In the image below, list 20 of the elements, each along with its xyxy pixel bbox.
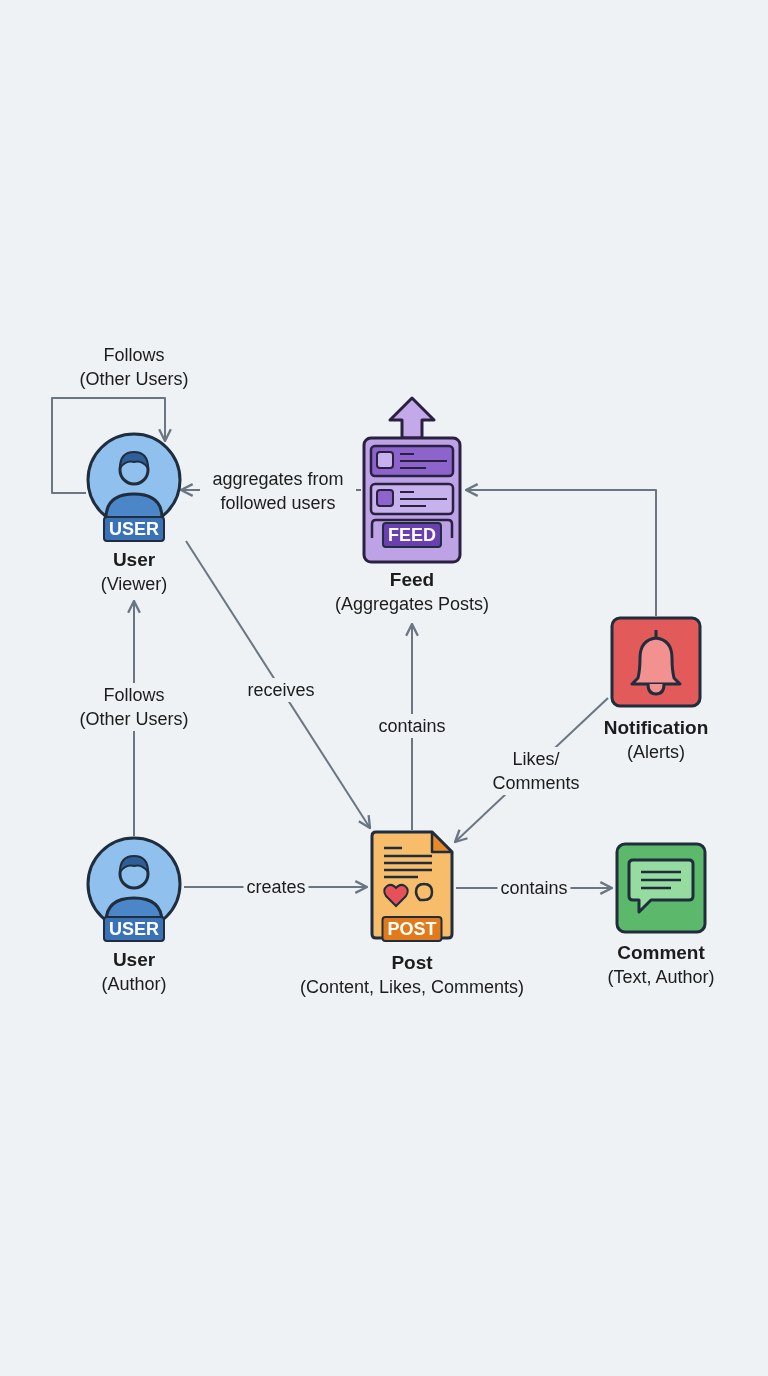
badge-label: POST [381,916,443,942]
arrow [464,483,657,617]
arrow [51,397,172,494]
node-subtitle: (Content, Likes, Comments) [299,976,525,999]
arrow [185,540,372,830]
node-subtitle: (Text, Author) [607,966,715,989]
node-subtitle: (Author) [101,973,167,996]
node-title: Feed [389,568,435,592]
node-subtitle: (Aggregates Posts) [334,593,490,616]
node-title: Post [391,951,433,975]
badge-label: FEED [382,522,442,548]
node-subtitle: (Alerts) [627,741,685,764]
node-subtitle: (Viewer) [100,573,168,596]
arrow [405,622,419,831]
node-title: Notification [603,716,709,740]
node-title: User [112,948,156,972]
badge-label: USER [103,916,165,942]
badge-label: USER [103,516,165,542]
node-title: User [112,548,156,572]
node-title: Comment [617,941,705,965]
